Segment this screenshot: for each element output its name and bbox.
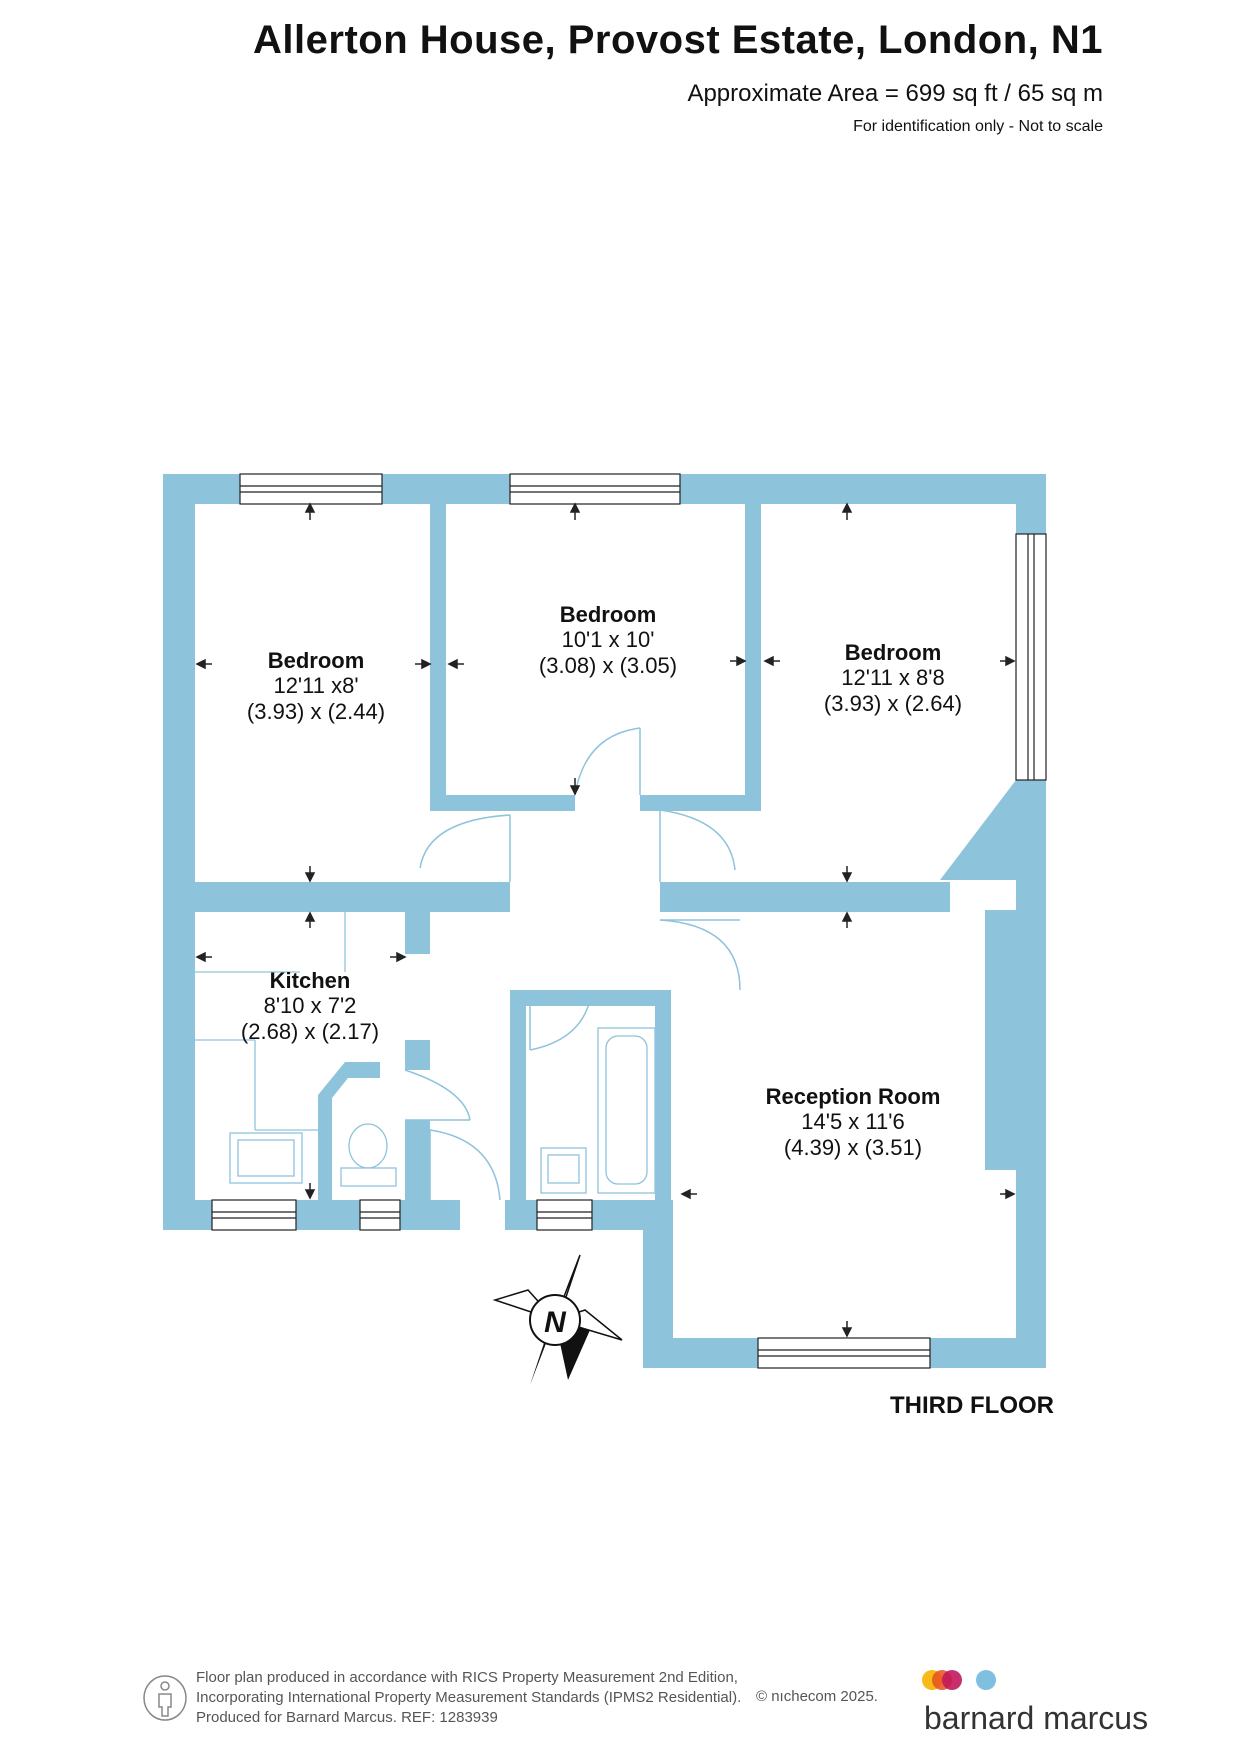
room-imperial: 12'11 x8' bbox=[273, 673, 359, 699]
room-name: Reception Room bbox=[765, 1084, 941, 1109]
room-metric: (3.08) x (3.05) bbox=[538, 652, 678, 678]
brand-name: barnard marcus bbox=[924, 1700, 1149, 1736]
plan-title: Allerton House, Provost Estate, London, … bbox=[253, 18, 1103, 62]
room-reception: Reception Room 14'5 x 11'6 (4.39) x (3.5… bbox=[766, 1084, 941, 1160]
fixtures bbox=[195, 912, 656, 1194]
compass-icon: N bbox=[492, 1254, 623, 1385]
room-imperial: 8'10 x 7'2 bbox=[263, 993, 357, 1019]
room-imperial: 12'11 x 8'8 bbox=[841, 665, 945, 691]
room-bedroom-2: Bedroom 10'1 x 10' (3.08) x (3.05) bbox=[539, 602, 677, 678]
windows bbox=[211, 473, 1047, 1369]
approximate-area: Approximate Area = 699 sq ft / 65 sq m bbox=[687, 80, 1103, 107]
footer-note: Floor plan produced in accordance with R… bbox=[196, 1668, 741, 1728]
room-name: Bedroom bbox=[559, 602, 657, 627]
compass-label: N bbox=[544, 1306, 567, 1339]
room-metric: (3.93) x (2.44) bbox=[246, 698, 386, 724]
floor-label: THIRD FLOOR bbox=[890, 1392, 1054, 1419]
footer-line-2: Incorporating International Property Mea… bbox=[196, 1689, 742, 1706]
copyright: © nıchecom 2025. bbox=[756, 1688, 878, 1705]
room-imperial: 10'1 x 10' bbox=[561, 627, 655, 653]
room-name: Kitchen bbox=[269, 968, 351, 993]
room-name: Bedroom bbox=[844, 640, 942, 665]
room-bedroom-3: Bedroom 12'11 x 8'8 (3.93) x (2.64) bbox=[824, 640, 962, 716]
door-swings bbox=[404, 727, 741, 1201]
room-kitchen: Kitchen 8'10 x 7'2 (2.68) x (2.17) bbox=[241, 968, 379, 1044]
room-name: Bedroom bbox=[267, 648, 365, 673]
room-bedroom-1: Bedroom 12'11 x8' (3.93) x (2.44) bbox=[247, 648, 385, 724]
person-icon bbox=[143, 1675, 187, 1721]
walls bbox=[163, 474, 1046, 1368]
room-imperial: 14'5 x 11'6 bbox=[801, 1109, 905, 1135]
room-metric: (4.39) x (3.51) bbox=[783, 1134, 923, 1160]
room-metric: (2.68) x (2.17) bbox=[240, 1018, 380, 1044]
footer-line-1: Floor plan produced in accordance with R… bbox=[196, 1669, 738, 1686]
brand-logo-icon bbox=[922, 1670, 996, 1690]
scale-note: For identification only - Not to scale bbox=[853, 118, 1103, 135]
room-metric: (3.93) x (2.64) bbox=[823, 690, 963, 716]
dimension-arrows bbox=[195, 502, 1016, 1338]
footer-line-3: Produced for Barnard Marcus. REF: 128393… bbox=[196, 1709, 498, 1726]
